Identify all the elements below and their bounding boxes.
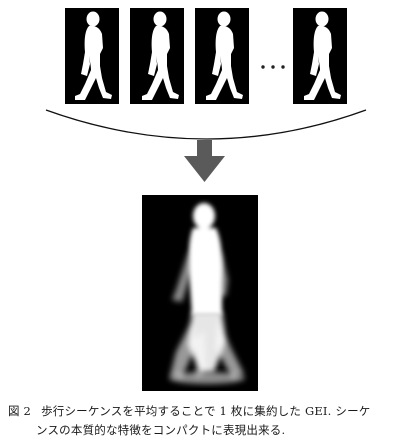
silhouette-frame-n	[293, 8, 347, 104]
gei-image	[142, 195, 258, 391]
sequence-ellipsis	[261, 65, 285, 69]
silhouette-frame-3	[195, 8, 249, 104]
figure-caption: 図 2 歩行シーケンスを平均することで 1 枚に集約した GEI. シーケ ンスの…	[8, 402, 408, 440]
caption-line-2: ンスの本質的な特徴をコンパクトに表現出来る.	[36, 423, 286, 437]
figure-label: 図 2	[8, 404, 32, 418]
silhouette-sequence	[65, 8, 347, 104]
silhouette-frame-1	[65, 8, 119, 104]
caption-text-1: 歩行シーケンスを平均することで 1 枚に集約した GEI. シーケ	[41, 404, 371, 418]
caption-line-1: 図 2 歩行シーケンスを平均することで 1 枚に集約した GEI. シーケ	[8, 402, 408, 421]
silhouette-frame-2	[130, 8, 184, 104]
down-arrow	[184, 140, 225, 182]
grouping-arc	[45, 109, 367, 140]
gei-diagram	[45, 8, 367, 391]
